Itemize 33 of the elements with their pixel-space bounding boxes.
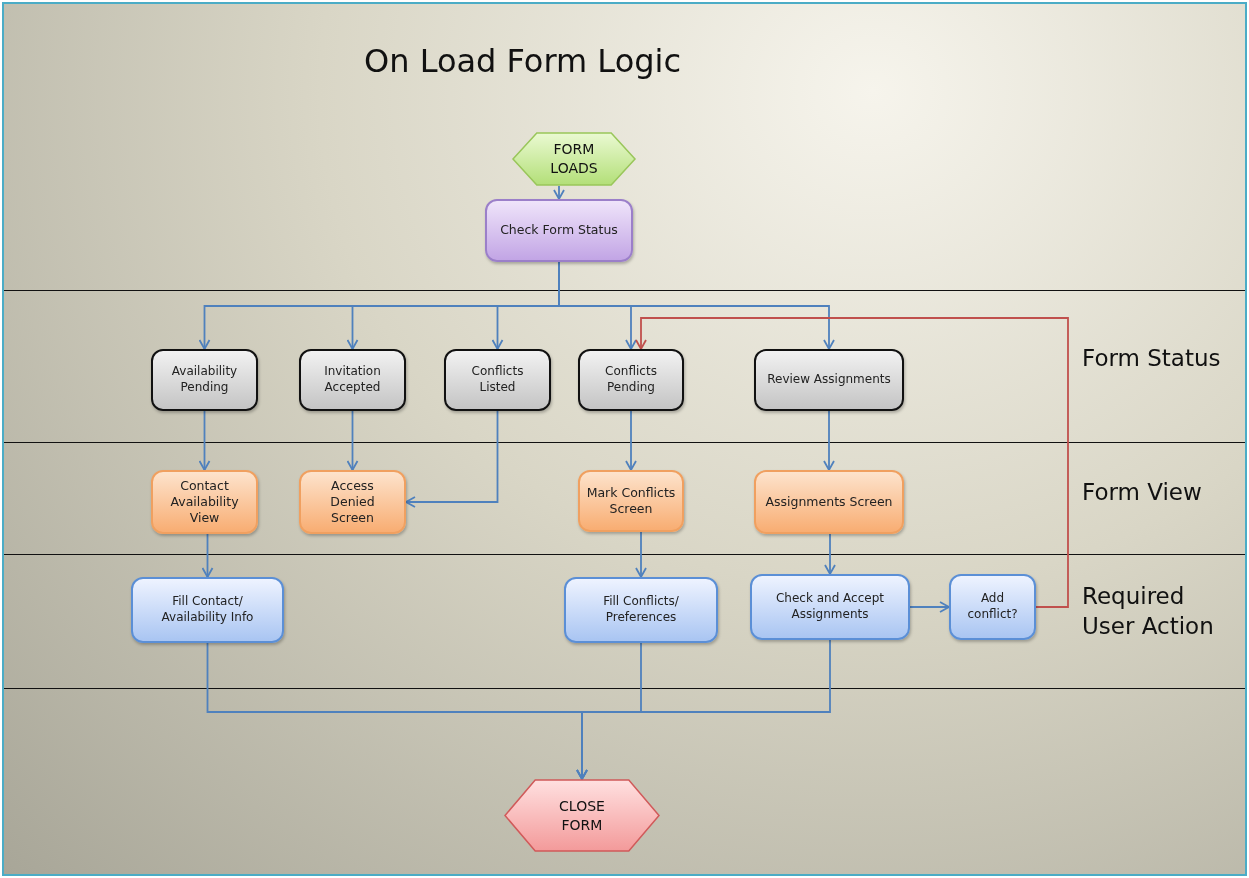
connector-arrow — [635, 531, 647, 578]
process-box: Mark Conflicts Screen — [578, 470, 684, 532]
diagram-title: On Load Form Logic — [364, 42, 681, 80]
process-box: Contact Availability View — [151, 470, 258, 534]
connector-arrow — [625, 410, 637, 471]
process-box: Fill Contact/ Availability Info — [131, 577, 284, 643]
process-box: Access Denied Screen — [299, 470, 406, 534]
process-box: Check and Accept Assignments — [750, 574, 910, 640]
connector-arrow — [909, 601, 950, 613]
process-box: Review Assignments — [754, 349, 904, 411]
process-box: Add conflict? — [949, 574, 1036, 640]
process-box: Invitation Accepted — [299, 349, 406, 411]
process-box: Fill Conflicts/ Preferences — [564, 577, 718, 643]
process-box: Conflicts Listed — [444, 349, 551, 411]
connector-arrow — [346, 410, 359, 471]
terminal-hexagon: FORM LOADS — [512, 132, 636, 186]
lane-label: Form Status — [1082, 344, 1222, 373]
process-box: Conflicts Pending — [578, 349, 684, 411]
connector-arrow — [824, 533, 836, 575]
connector-arrow — [558, 261, 835, 350]
connector-arrow — [553, 185, 565, 200]
connector-arrow — [201, 533, 214, 578]
terminal-hexagon: CLOSE FORM — [504, 779, 660, 852]
lane-label: Form View — [1082, 478, 1203, 507]
connector-arrow — [405, 410, 499, 508]
connector-arrow — [823, 410, 835, 471]
process-box: Availability Pending — [151, 349, 258, 411]
process-box: Check Form Status — [485, 199, 633, 262]
connector-arrow — [635, 317, 1069, 608]
connector-arrow — [576, 639, 831, 780]
lane-label: Required User Action — [1082, 582, 1215, 641]
process-box: Assignments Screen — [754, 470, 904, 534]
connector-arrow — [198, 410, 211, 471]
